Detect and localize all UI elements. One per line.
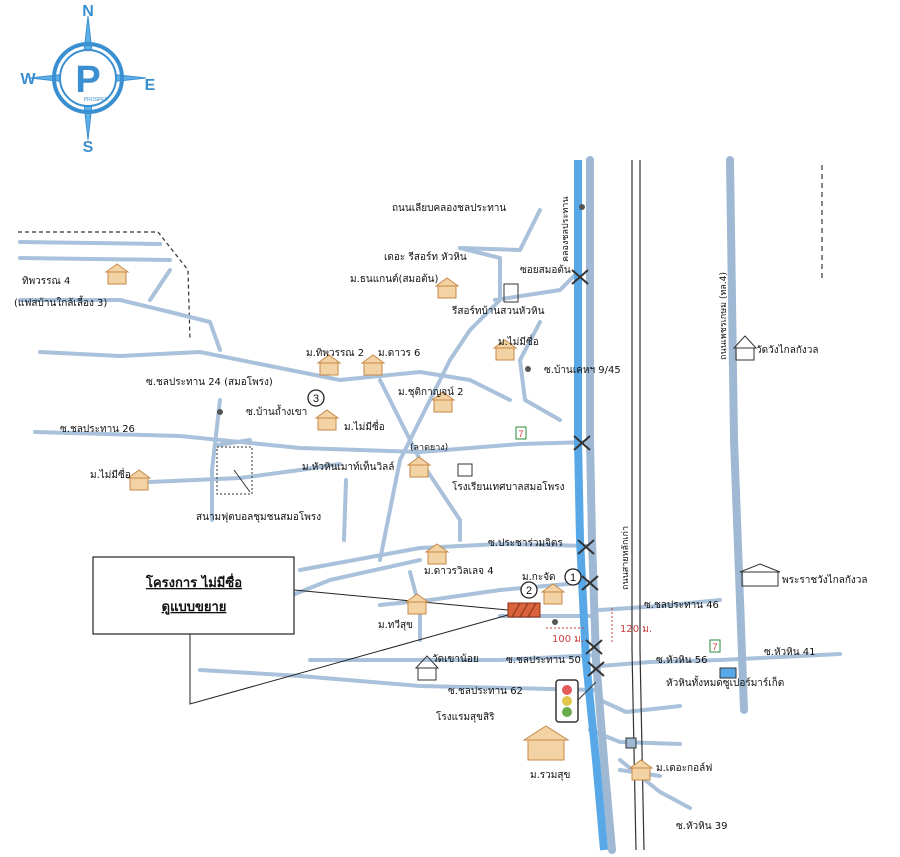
junction-dots (217, 204, 585, 625)
compass-west: W (20, 71, 36, 88)
canal-road (586, 156, 616, 854)
marker-2: 2 (520, 581, 538, 599)
label-m-golf: ม.เดอะกอล์ฟ (656, 762, 712, 774)
marker-3: 3 (307, 389, 325, 407)
label-flash: (แฟสบ้านใกล้เลี้อง 3) (14, 295, 107, 309)
label-soi50: ซ.ชลประทาน 50 (506, 655, 581, 666)
canal-crossings (571, 269, 605, 677)
svg-text:1: 1 (570, 572, 576, 584)
resort-building-icon (503, 283, 519, 303)
label-canal-vertical: คลองชลประทาน (561, 197, 571, 262)
label-soi62: ซ.ชลประทาน 62 (448, 686, 523, 697)
traffic-light-icon (555, 679, 597, 723)
school-building-icon (457, 463, 473, 477)
svg-text:3: 3 (313, 393, 319, 405)
label-mai-me-sue-top: ม.ไม่มีซื่อ (498, 334, 539, 348)
label-soi-pracharuam: ซ.ประชาร่วมจิตร (488, 538, 563, 549)
logo-letter: P (75, 59, 100, 101)
railway-line-1 (631, 160, 637, 851)
label-thiphawan2: ม.ทิพวรรณ 2 (306, 348, 364, 359)
house-icons (104, 263, 654, 781)
football-field (216, 446, 253, 495)
label-m-thanakan: ม.ธนแกนต์(สมอต้น) (350, 273, 438, 285)
label-daowrawil4: ม.ดาวรวิลเลจ 4 (424, 566, 494, 577)
marker-1: 1 (564, 568, 582, 586)
label-school: โรงเรียนเทศบาลสมอโพรง (452, 480, 565, 493)
label-klaikangwon: พระราชวังไกลกังวล (782, 574, 868, 586)
seven-eleven-icon-2: 7 (709, 639, 721, 653)
label-stadium: สนามฟุตบอลชุมชนสมอโพรง (196, 510, 321, 523)
project-title: โครงการ ไม่มีซื่อ (145, 573, 242, 591)
label-canal-road: ถนนเลียบคลองชลประทาน (392, 202, 506, 214)
label-m-daow6: ม.ดาวร 6 (378, 348, 420, 359)
label-soi39: ซ.หัวหิน 39 (676, 821, 728, 832)
compass-east: E (145, 77, 156, 94)
label-soi46: ซ.ชลประทาน 46 (644, 600, 719, 611)
label-huahin-mountain: ม.หัวหินเมาท์เท็นวิลล์ (302, 459, 394, 473)
label-soi26: ซ.ชลประทาน 26 (60, 424, 135, 435)
label-latyang: (ลาดยาง) (410, 443, 448, 453)
seven-eleven-icon: 7 (515, 426, 527, 440)
project-callout-box (92, 556, 295, 635)
label-market: หัวหินทั้งหมดซูเปอร์มาร์เก็ต (666, 675, 784, 689)
label-m-thawisuk: ม.ทวีสุข (378, 619, 413, 631)
label-old-road: ถนนสายหลักเก่า (621, 526, 631, 590)
svg-text:7: 7 (712, 642, 717, 652)
label-chutikan: ม.ชุติกาญจน์ 2 (398, 386, 463, 398)
svg-text:2: 2 (526, 585, 532, 597)
label-wat-khao-noi: วัดเขาน้อย (432, 653, 479, 665)
label-mai-me-sue-left: ม.ไม่มีซื่อ (90, 467, 131, 481)
label-hotel: โรงแรมสุขสิริ (436, 710, 495, 723)
svg-text:7: 7 (518, 429, 523, 439)
boundary-line (18, 231, 191, 341)
label-soi24: ซ.ชลประทาน 24 (สมอโพรง) (146, 375, 273, 388)
label-wat-klai: วัดวังไกลกังวล (756, 344, 819, 356)
railway-line-2 (639, 160, 645, 851)
compass-rose: P PROSPER N S W E (20, 3, 155, 156)
label-thiphawan4: ทิพวรรณ 4 (22, 276, 70, 287)
irrigation-canal (574, 160, 608, 851)
label-ban-khuean: ซ.บ้านเคหฯ 9/45 (544, 364, 621, 376)
distance-100-label: 100 ม. (552, 634, 584, 645)
label-m-ruamsuk: ม.รวมสุข (530, 770, 570, 781)
label-resort-suan: รีสอร์ทบ้านสวนหัวหิน (451, 305, 544, 317)
label-the-resort: เดอะ รีสอร์ท หัวหิน (384, 251, 467, 263)
label-soi56: ซ.หัวหิน 56 (656, 655, 708, 666)
project-subtitle: ดูแบบขยาย (162, 600, 227, 615)
label-mai-me-sue-mid: ม.ไม่มีซื่อ (344, 419, 385, 433)
temple-icons (414, 335, 781, 681)
compass-north: N (82, 3, 94, 20)
label-soi41: ซ.หัวหิน 41 (764, 647, 816, 658)
callout-pointer (189, 614, 509, 705)
compass-south: S (83, 139, 94, 156)
market-icon (719, 667, 737, 679)
logo-subtext: PROSPER (84, 97, 109, 103)
label-soi-somdon: ซอยสมอต้น (520, 264, 571, 276)
road-network (18, 208, 842, 810)
phetkasem-road (726, 156, 748, 714)
label-m-kachat: ม.กะจัด (522, 572, 556, 583)
distance-120-label: 120 ม. (620, 624, 652, 635)
label-phetkasem: ถนนเพชรเกษม (ทล.4) (719, 272, 729, 360)
hotel-building-icon (625, 737, 637, 749)
label-ban-mongkhao: ซ.บ้านถ้ำงเขา (246, 404, 307, 418)
